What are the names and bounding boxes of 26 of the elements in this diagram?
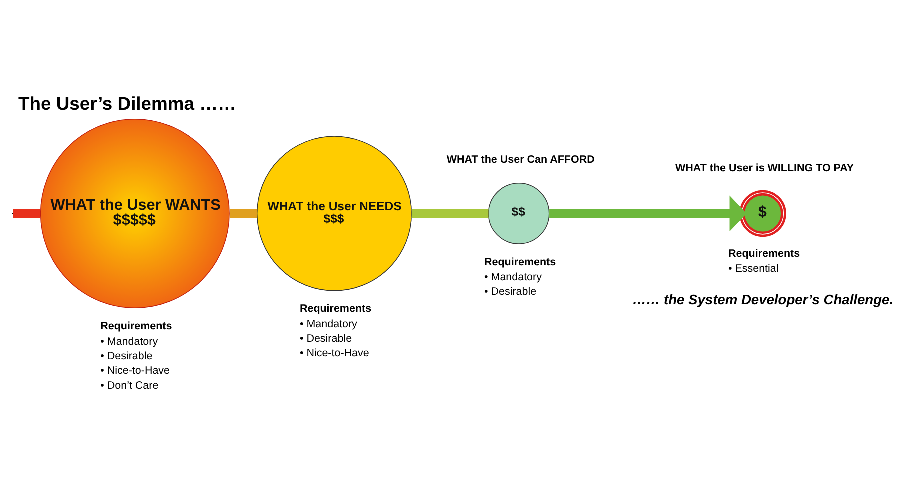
node-label: • Desirable — [484, 286, 537, 298]
connector — [412, 209, 489, 218]
node-label: • Don’t Care — [100, 380, 159, 392]
node-circle: $$ — [488, 183, 550, 244]
node-label: • Nice-to-Have — [100, 365, 170, 378]
node-circle: WHAT the User NEEDS $$$ — [256, 136, 412, 292]
node-label: • Nice-to-Have — [300, 348, 370, 360]
node-label: WHAT the User Can AFFORD — [446, 154, 595, 166]
node-label: • Mandatory — [484, 272, 542, 284]
arrow — [550, 196, 747, 232]
node-label: • Mandatory — [100, 336, 158, 348]
node-label: • Mandatory — [300, 318, 358, 330]
node-label: Requirements — [728, 248, 800, 260]
node-label: • Desirable — [100, 350, 153, 363]
node-circle: $ — [740, 190, 786, 238]
node-label: Requirements — [484, 256, 556, 268]
node-label: Requirements — [100, 320, 172, 333]
node-label: • Essential — [728, 263, 779, 276]
caption: …… the System Developer’s Challenge. — [632, 292, 894, 308]
diagram-title: The User’s Dilemma …… — [18, 93, 236, 114]
node-label: • Desirable — [300, 333, 352, 345]
node-label: WHAT the User is WILLING TO PAY — [676, 162, 854, 175]
connector — [230, 209, 258, 218]
node-circle: WHAT the User WANTS $$$$$ — [40, 118, 230, 308]
connector — [13, 209, 40, 218]
node-label: Requirements — [300, 303, 372, 316]
